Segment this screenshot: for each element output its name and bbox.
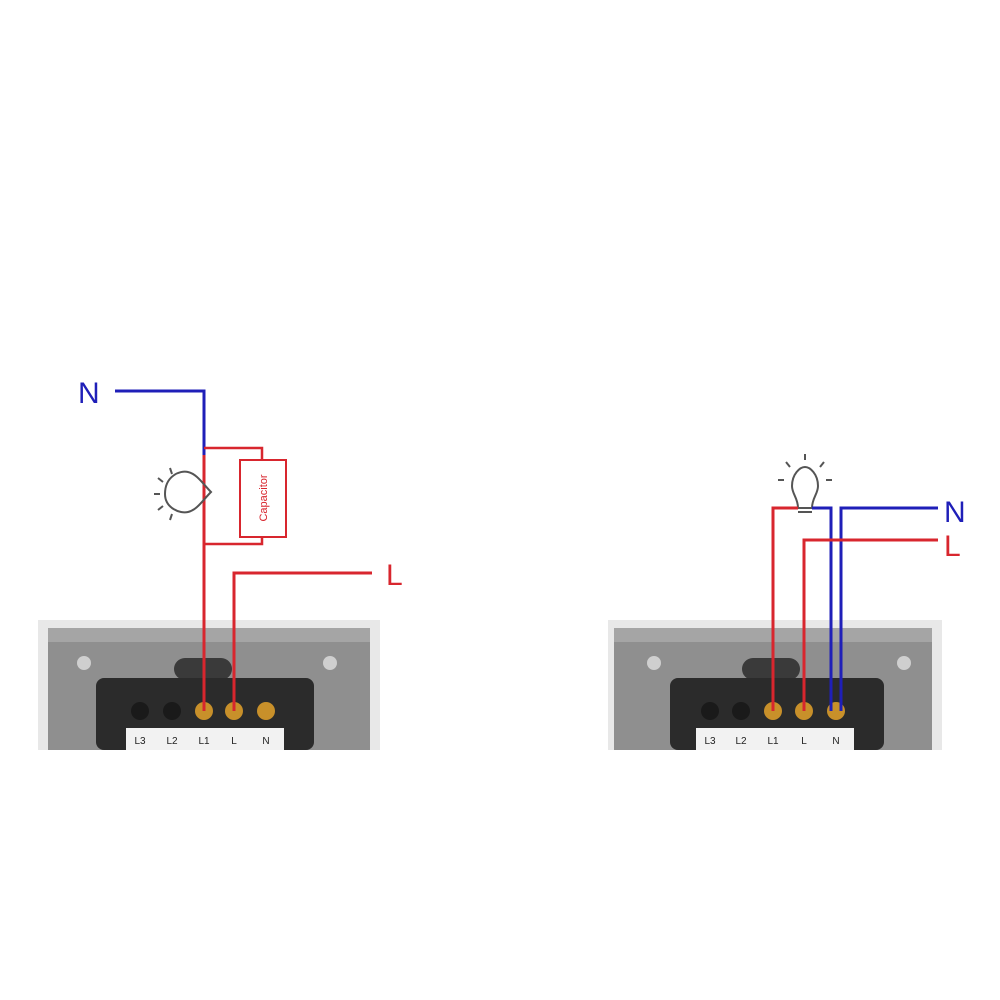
left-screw-hole-right (323, 656, 337, 670)
right-live-wire (802, 538, 938, 711)
left-switch-panel: L3 L2 L1 L N (38, 620, 380, 750)
left-terminal-n (257, 702, 275, 720)
left-terminal-l3 (131, 702, 149, 720)
right-terminal-label: L2 (735, 736, 747, 747)
right-terminal-label: L (801, 736, 807, 747)
right-terminal-label: N (832, 736, 839, 747)
right-terminal-l3 (701, 702, 719, 720)
left-terminal-label: L3 (134, 736, 146, 747)
left-panel-top-rail (48, 628, 370, 642)
left-capacitor (239, 459, 287, 538)
right-load-wire (771, 506, 798, 711)
right-neutral-wire (839, 506, 938, 711)
right-bulb-neutral-wire (812, 506, 833, 711)
right-terminal-l2 (732, 702, 750, 720)
left-screw-hole-left (77, 656, 91, 670)
left-terminal-label: L (231, 736, 237, 747)
right-terminal-label: L3 (704, 736, 716, 747)
left-live-wire (232, 571, 372, 711)
right-live-label: L (944, 530, 961, 563)
right-wiring-diagram: L3 L2 L1 L N N L (608, 454, 966, 750)
light-bulb-icon (154, 467, 213, 521)
left-terminal-label: L2 (166, 736, 178, 747)
left-capacitor-wire (204, 446, 264, 546)
left-live-label: L (386, 559, 403, 592)
right-slot (742, 658, 800, 680)
left-neutral-label: N (78, 377, 100, 410)
right-screw-hole-left (647, 656, 661, 670)
right-terminal-label-strip (696, 728, 854, 750)
left-neutral-wire (115, 389, 206, 455)
left-terminal-label-strip (126, 728, 284, 750)
left-terminal-label: L1 (198, 736, 210, 747)
left-terminal-label: N (262, 736, 269, 747)
right-screw-hole-right (897, 656, 911, 670)
left-capacitor-label: Capacitor (258, 474, 270, 521)
right-switch-panel: L3 L2 L1 L N (608, 620, 942, 750)
right-terminal-label: L1 (767, 736, 779, 747)
right-neutral-label: N (944, 496, 966, 529)
left-terminal-l2 (163, 702, 181, 720)
left-wiring-diagram: L3 L2 L1 L N N Capacitor L (38, 377, 403, 750)
light-bulb-icon (778, 454, 832, 513)
